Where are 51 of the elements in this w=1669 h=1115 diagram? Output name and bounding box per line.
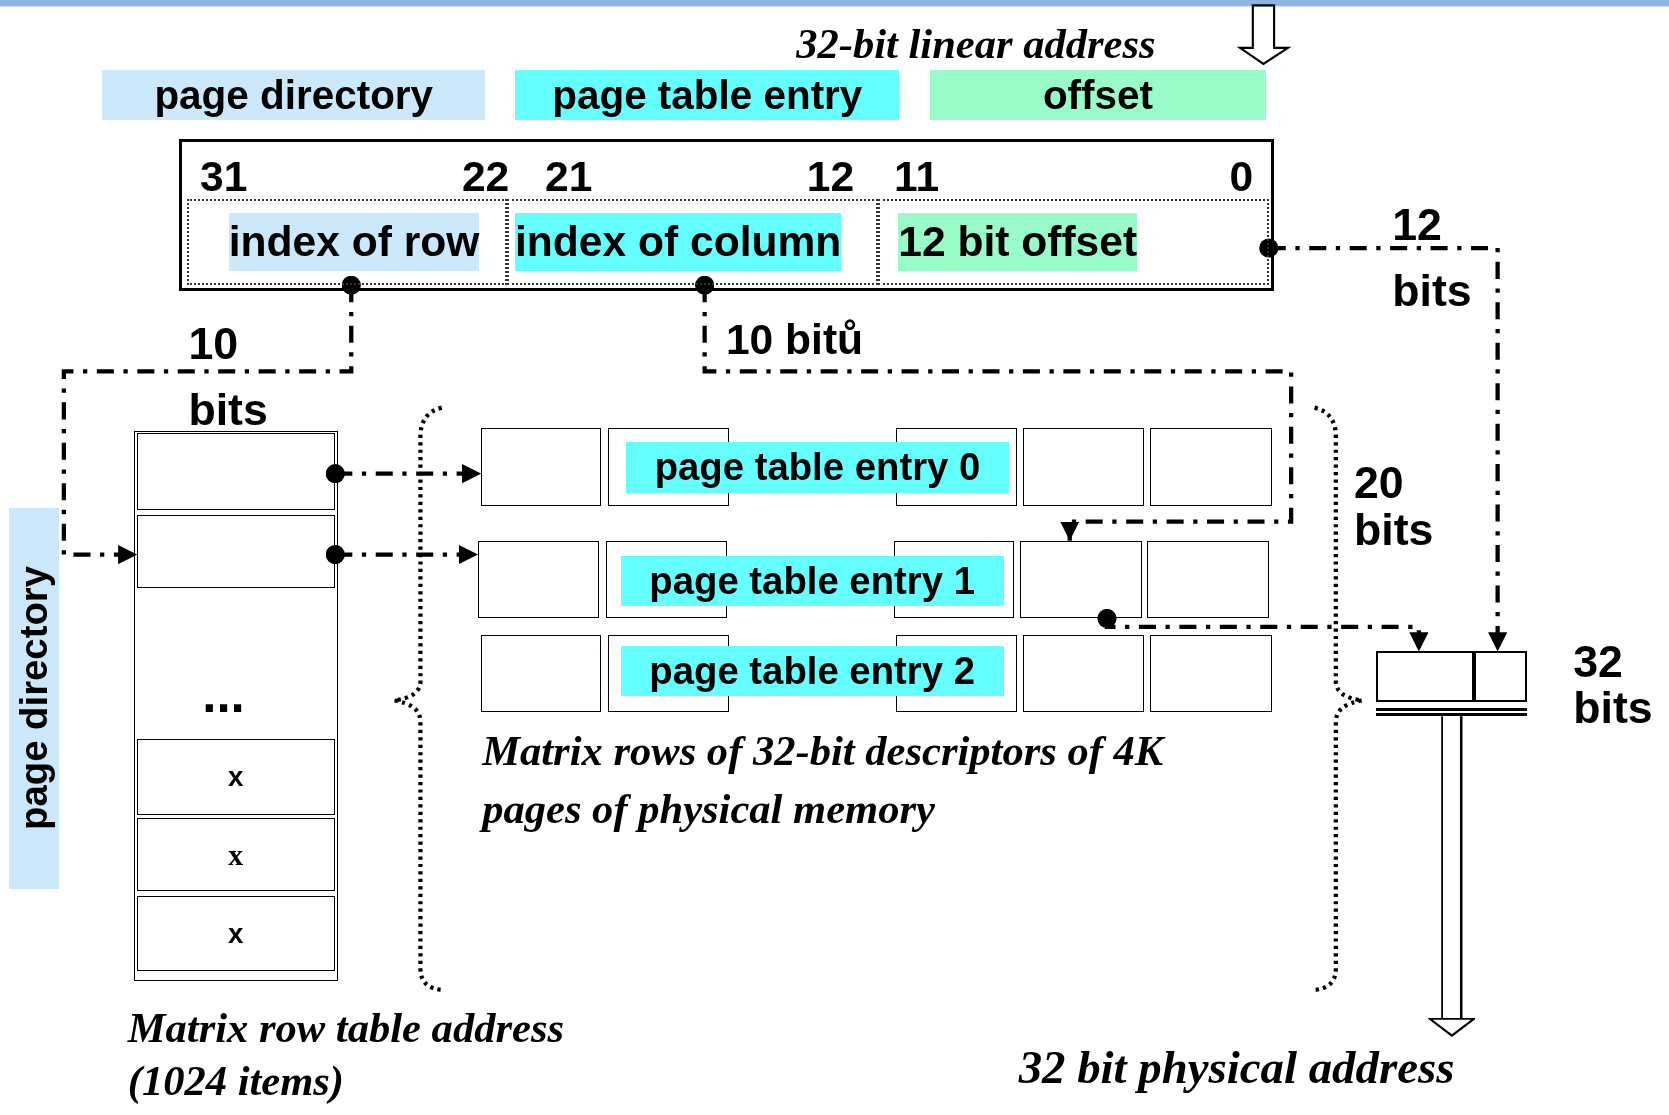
arrow	[61, 275, 361, 565]
memory-cell	[1147, 540, 1269, 619]
bit-number: 31	[200, 152, 248, 202]
bit-number: 11	[894, 152, 940, 202]
bit-width-label: 32 bits	[1573, 638, 1654, 733]
caption-text: Matrix row table address (1024 items)	[127, 1002, 566, 1106]
table-row	[136, 514, 335, 589]
bit-number: 21	[544, 152, 593, 202]
table-row: x	[136, 818, 335, 892]
bit-field: index of column	[506, 199, 879, 286]
bit-width-label: 10 bitů	[725, 315, 864, 365]
table-row: x	[136, 895, 335, 972]
field-label-band: page directory	[102, 70, 486, 121]
memory-cell	[481, 427, 602, 506]
ellipsis: ...	[202, 665, 245, 725]
table-label-band: page directory	[8, 507, 59, 889]
entry-label-band: page table entry 2	[620, 646, 1004, 697]
memory-cell	[1022, 427, 1145, 506]
field-label-band: page table entry	[515, 70, 900, 121]
bit-width-label: 12 bits	[1392, 198, 1473, 317]
bit-number: 22	[461, 152, 510, 202]
arrow	[325, 464, 482, 484]
arrow	[1259, 238, 1508, 652]
bit-width-label: 10 bits	[188, 317, 269, 436]
memory-cell	[1022, 635, 1145, 713]
bit-field: index of row	[187, 199, 507, 286]
address-caption: 32 bit physical address	[1018, 1036, 1477, 1095]
directory-table	[134, 431, 339, 982]
physical-address-register	[1376, 651, 1528, 717]
memory-cell	[477, 540, 600, 619]
memory-cell	[481, 635, 602, 713]
table-row: x	[136, 739, 335, 815]
hollow-arrow	[1428, 716, 1476, 1037]
arrow	[695, 275, 1294, 541]
bit-number: 12	[806, 152, 855, 202]
entry-label-band: page table entry 0	[625, 441, 1010, 493]
address-register	[178, 139, 1275, 291]
caption-text: 32-bit linear address	[796, 19, 1156, 69]
field-label-band: offset	[930, 70, 1266, 121]
bit-field: 12 bit offset	[878, 199, 1269, 286]
register-field	[1376, 651, 1475, 703]
arrow	[325, 545, 478, 565]
memory-cell	[1019, 540, 1143, 619]
bit-width-label: 20 bits	[1353, 459, 1435, 554]
arrow	[1097, 608, 1429, 652]
register-field	[1474, 651, 1528, 703]
memory-cell	[1149, 427, 1272, 506]
table-row	[136, 432, 335, 511]
entry-label-band: page table entry 1	[620, 555, 1004, 606]
memory-cell	[1149, 635, 1272, 713]
bit-number: 0	[1229, 152, 1254, 202]
